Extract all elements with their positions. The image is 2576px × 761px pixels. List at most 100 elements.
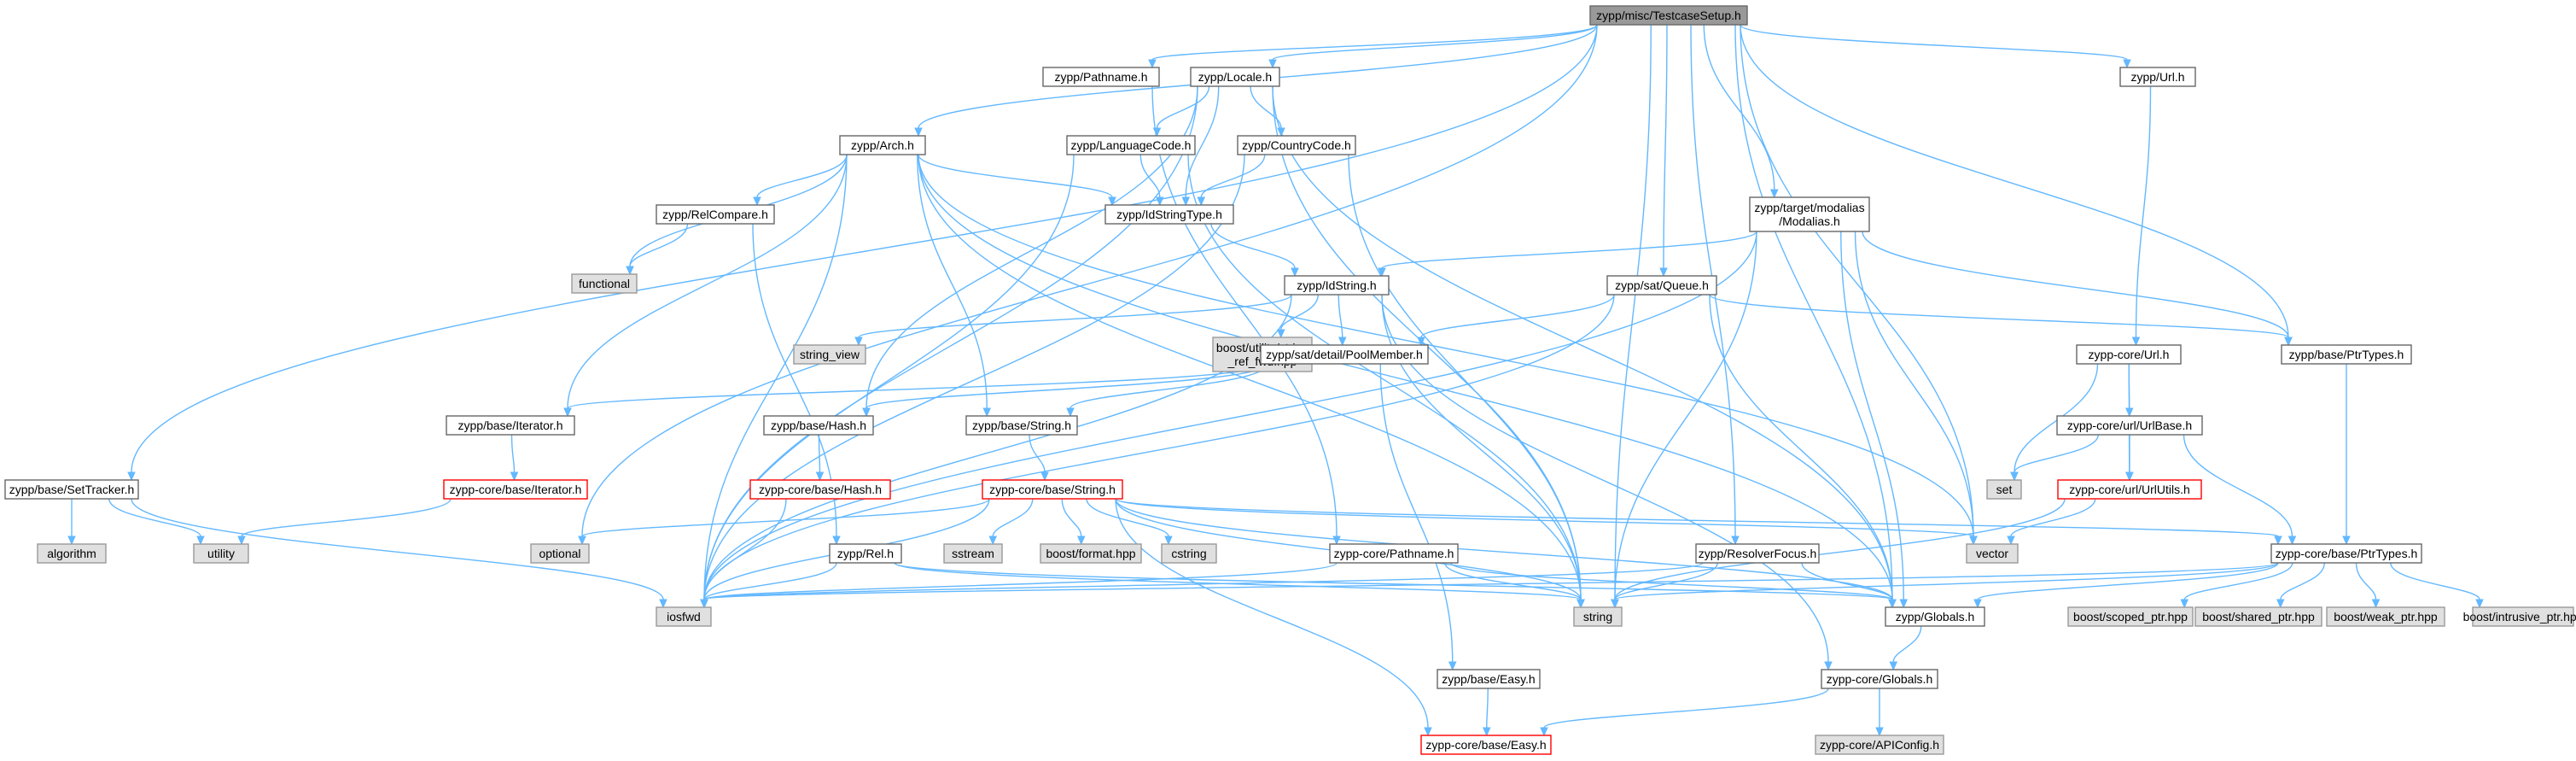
node-box xyxy=(193,543,249,564)
edge-modalias-to-idstring xyxy=(1378,231,1757,278)
node-string_view: string_view xyxy=(793,344,866,365)
node-root[interactable]: zypp/misc/TestcaseSetup.h xyxy=(1589,5,1748,26)
node-label: zypp/ResolverFocus.h xyxy=(1699,547,1817,560)
node-rel[interactable]: zypp/Rel.h xyxy=(829,543,902,564)
edge-coreptrtypes-to-weak_ptr xyxy=(2355,562,2381,609)
edge-basehash-to-corehash xyxy=(815,434,825,482)
node-locale[interactable]: zypp/Locale.h xyxy=(1190,67,1280,87)
edge-pathname-to-corepathname xyxy=(1151,85,1341,546)
edge-root-to-modalias xyxy=(1703,24,1779,199)
node-poolmember[interactable]: zypp/sat/detail/PoolMember.h xyxy=(1260,344,1429,365)
node-label: zypp/sat/detail/PoolMember.h xyxy=(1266,348,1423,361)
node-baseptrtypes[interactable]: zypp/base/PtrTypes.h xyxy=(2281,344,2412,365)
node-url[interactable]: zypp/Url.h xyxy=(2119,67,2196,87)
node-label: zypp-core/base/String.h xyxy=(989,483,1116,496)
node-cstring: cstring xyxy=(1161,543,1217,564)
node-box xyxy=(2056,415,2203,436)
node-baseiterator[interactable]: zypp/base/Iterator.h xyxy=(446,415,575,436)
node-label: zypp/LanguageCode.h xyxy=(1071,138,1192,152)
node-label: zypp-core/base/Hash.h xyxy=(759,483,882,496)
node-label: zypp-core/base/PtrTypes.h xyxy=(2276,547,2418,560)
node-label: zypp-core/APIConfig.h xyxy=(1820,738,1939,752)
node-basestring[interactable]: zypp/base/String.h xyxy=(965,415,1078,436)
edge-urlbase-to-set xyxy=(2010,434,2099,482)
node-urlbase[interactable]: zypp-core/url/UrlBase.h xyxy=(2056,415,2203,436)
node-box xyxy=(1104,204,1234,225)
node-sstream: sstream xyxy=(943,543,1003,564)
node-box xyxy=(1437,669,1541,689)
node-coreglobals[interactable]: zypp-core/Globals.h xyxy=(1821,669,1938,689)
node-label: boost/intrusive_ptr.hpp xyxy=(2463,610,2576,623)
node-relcompare[interactable]: zypp/RelCompare.h xyxy=(656,204,775,225)
edge-corepathname-to-iosfwd xyxy=(700,562,1338,609)
edge-root-to-url xyxy=(1740,24,2131,69)
node-label: zypp/Locale.h xyxy=(1198,70,1272,84)
node-label: zypp/IdStringType.h xyxy=(1116,208,1222,221)
node-label: zypp/base/Hash.h xyxy=(771,419,866,432)
node-label: zypp-core/base/Iterator.h xyxy=(450,483,582,496)
edge-corehash-to-iosfwd xyxy=(700,498,787,609)
edge-baseptrtypes-to-coreptrtypes xyxy=(2342,364,2351,546)
edge-relcompare-to-functional xyxy=(626,223,689,276)
node-globals[interactable]: zypp/Globals.h xyxy=(1885,606,1985,627)
edge-coreptrtypes-to-globals xyxy=(1973,562,2279,609)
edge-poolmember-to-baseeasy xyxy=(1379,363,1457,671)
edge-corestring-to-sstream xyxy=(988,498,1034,546)
node-box xyxy=(1573,606,1623,627)
node-urlutils[interactable]: zypp-core/url/UrlUtils.h xyxy=(2057,479,2202,500)
edge-root-to-baseptrtypes xyxy=(1740,24,2293,347)
node-label: zypp/base/String.h xyxy=(972,419,1071,432)
node-ctrycode[interactable]: zypp/CountryCode.h xyxy=(1237,135,1356,155)
node-basesettracker[interactable]: zypp/base/SetTracker.h xyxy=(4,479,139,500)
node-pathname[interactable]: zypp/Pathname.h xyxy=(1042,67,1160,87)
node-corestring[interactable]: zypp-core/base/String.h xyxy=(982,479,1123,500)
node-box xyxy=(1749,196,1870,232)
edge-coreptrtypes-to-shared_ptr xyxy=(2276,562,2325,609)
node-box xyxy=(2067,606,2194,627)
node-label: zypp/base/Easy.h xyxy=(1442,672,1535,686)
node-coreptrtypes[interactable]: zypp-core/base/PtrTypes.h xyxy=(2270,543,2422,564)
node-vector: vector xyxy=(1966,543,2019,564)
node-baseeasy[interactable]: zypp/base/Easy.h xyxy=(1437,669,1541,689)
node-basehash[interactable]: zypp/base/Hash.h xyxy=(763,415,874,436)
node-box xyxy=(1284,275,1390,296)
node-label: boost/scoped_ptr.hpp xyxy=(2073,610,2188,623)
node-layer: zypp/misc/TestcaseSetup.h zypp/Pathname.h… xyxy=(4,5,2576,755)
node-coreiterator[interactable]: zypp-core/base/Iterator.h xyxy=(443,479,588,500)
node-string: string xyxy=(1573,606,1623,627)
node-satqueue[interactable]: zypp/sat/Queue.h xyxy=(1606,275,1717,296)
node-optional: optional xyxy=(530,543,590,564)
edge-globals-to-coreglobals xyxy=(1889,625,1922,671)
node-idstring[interactable]: zypp/IdString.h xyxy=(1284,275,1390,296)
node-corehash[interactable]: zypp-core/base/Hash.h xyxy=(749,479,891,500)
edge-coreptrtypes-to-iosfwd xyxy=(700,562,2279,609)
node-box xyxy=(829,543,902,564)
edge-url-to-coreurl xyxy=(2131,85,2152,347)
node-corepathname[interactable]: zypp-core/Pathname.h xyxy=(1329,543,1459,564)
node-box xyxy=(839,135,926,155)
edge-coreglobals-to-coreeasy xyxy=(1540,688,1829,737)
node-label: zypp/Pathname.h xyxy=(1055,70,1148,84)
node-langcode[interactable]: zypp/LanguageCode.h xyxy=(1066,135,1196,155)
node-coreurl[interactable]: zypp-core/Url.h xyxy=(2076,344,2182,365)
edge-locale-to-idstringtype xyxy=(1181,85,1220,207)
node-box xyxy=(1420,735,1552,755)
node-box xyxy=(1815,735,1944,755)
edge-resolverfocus-to-globals xyxy=(1801,562,1897,609)
edge-corestring-to-optional xyxy=(578,498,990,546)
node-idstringtype[interactable]: zypp/IdStringType.h xyxy=(1104,204,1234,225)
node-arch[interactable]: zypp/Arch.h xyxy=(839,135,926,155)
node-label: zypp/Arch.h xyxy=(851,138,914,152)
edge-ctrycode-to-string xyxy=(1348,154,1585,609)
node-modalias[interactable]: zypp/target/modalias/Modalias.h xyxy=(1749,196,1870,232)
node-coreeasy[interactable]: zypp-core/base/Easy.h xyxy=(1420,735,1552,755)
node-utility: utility xyxy=(193,543,249,564)
edge-coreglobals-to-apiconfig xyxy=(1875,688,1884,737)
edge-modalias-to-vector xyxy=(1854,231,1978,546)
node-box xyxy=(1885,606,1985,627)
node-label: zypp-core/url/UrlBase.h xyxy=(2067,419,2192,432)
edge-corestring-to-boostformat xyxy=(1061,498,1086,546)
node-resolverfocus[interactable]: zypp/ResolverFocus.h xyxy=(1695,543,1820,564)
node-box xyxy=(1040,543,1142,564)
